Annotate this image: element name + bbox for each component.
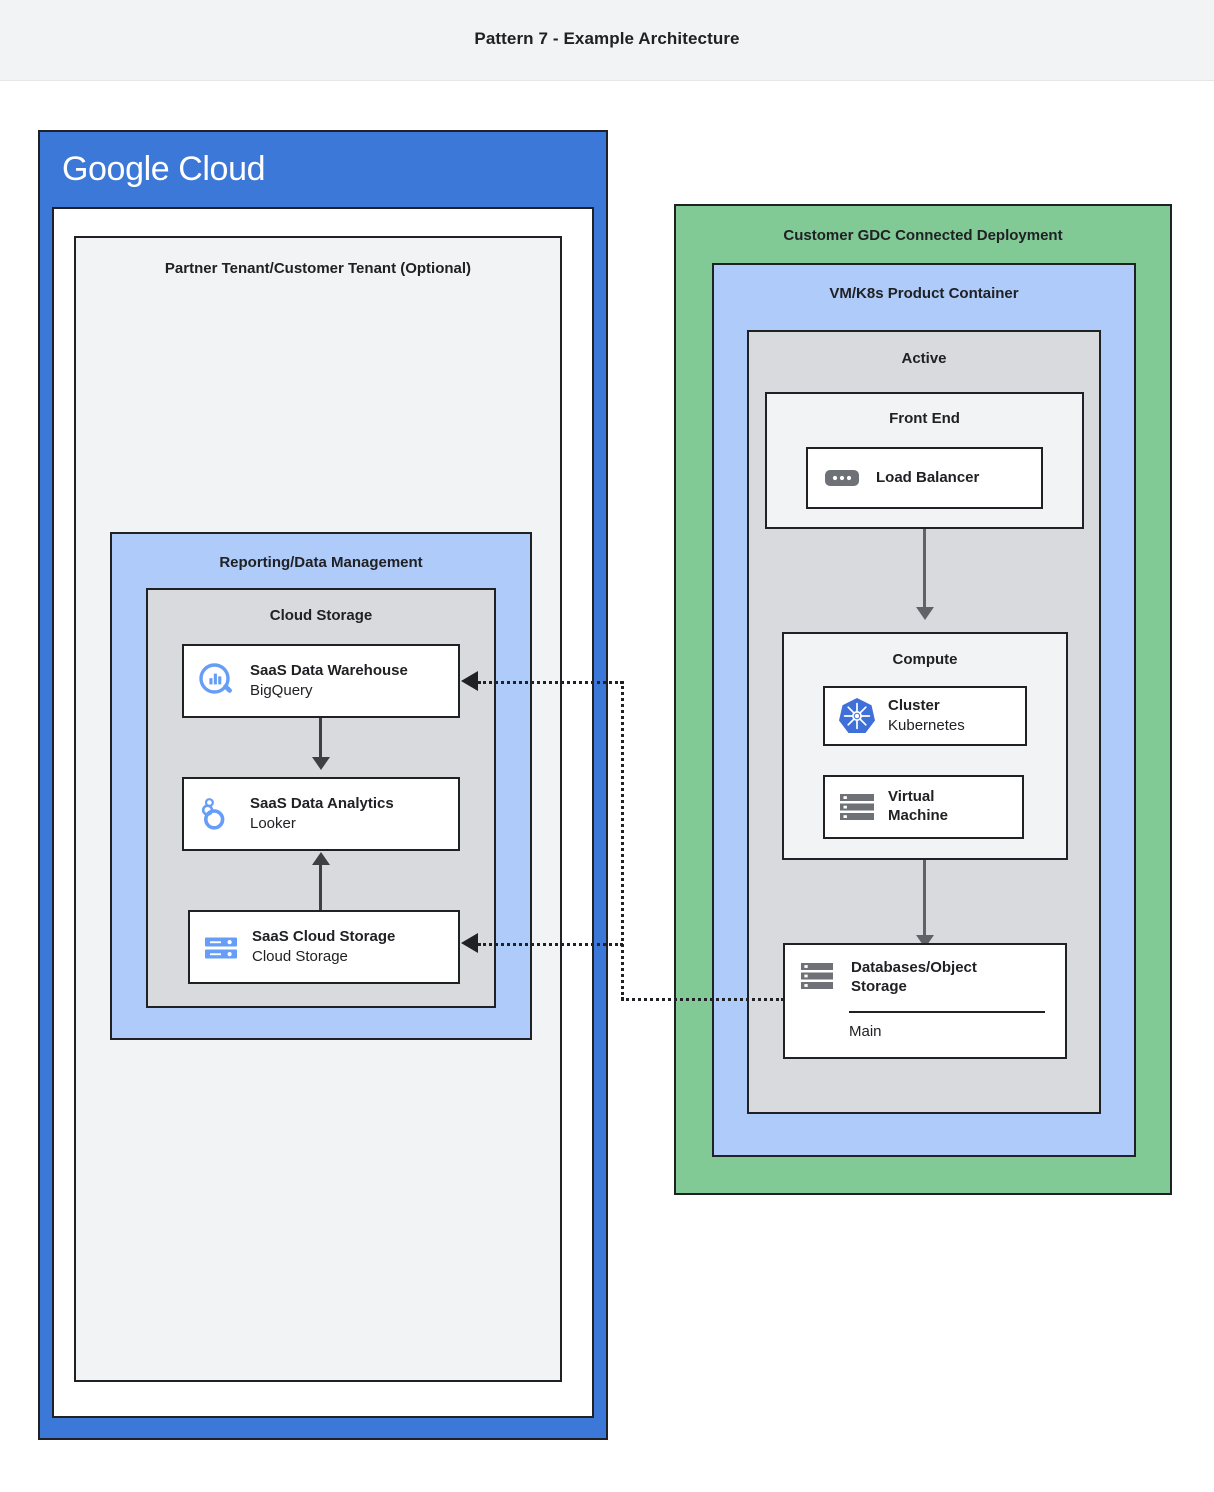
card-saas-data-warehouse[interactable]: SaaS Data Warehouse BigQuery [182, 644, 460, 718]
google-cloud-logo-google: Google [62, 150, 170, 188]
page-title: Pattern 7 - Example Architecture [474, 29, 740, 48]
card-databases-object-storage[interactable]: Databases/Object Storage Main [783, 943, 1067, 1059]
google-cloud-logo-cloud: Cloud [178, 150, 266, 188]
dotted-connector-to-cloud-storage [478, 943, 623, 946]
kubernetes-icon [825, 695, 888, 737]
compute-title: Compute [892, 651, 958, 668]
connector-storage-to-analytics [319, 864, 322, 911]
title-bar: Pattern 7 - Example Architecture [0, 0, 1214, 81]
cloud-storage-icon [190, 927, 252, 967]
arrowhead-down [312, 757, 330, 770]
cloud-storage-group-title: Cloud Storage [269, 607, 373, 624]
card-title-line2: Machine [888, 807, 949, 824]
connector-frontend-to-compute [923, 529, 926, 612]
load-balancer-icon [808, 467, 876, 489]
database-icon [785, 959, 851, 993]
card-saas-data-analytics[interactable]: SaaS Data Analytics Looker [182, 777, 460, 851]
database-card-divider [849, 1011, 1045, 1013]
partner-tenant-title: Partner Tenant/Customer Tenant (Optional… [164, 260, 472, 277]
card-saas-cloud-storage[interactable]: SaaS Cloud Storage Cloud Storage [188, 910, 460, 984]
card-title: SaaS Data Warehouse [250, 661, 408, 679]
card-subtitle: Cloud Storage [252, 947, 348, 965]
dotted-connector-trunk [621, 681, 624, 1000]
card-load-balancer[interactable]: Load Balancer [806, 447, 1043, 509]
card-title: Databases/Object [851, 959, 977, 976]
vm-k8s-product-container-title: VM/K8s Product Container [829, 285, 1019, 302]
active-title: Active [901, 350, 947, 367]
card-title: SaaS Data Analytics [250, 794, 394, 812]
card-subtitle: Kubernetes [888, 716, 965, 734]
card-virtual-machine[interactable]: Virtual Machine [823, 775, 1024, 839]
database-detail-main: Main [849, 1023, 882, 1040]
arrowhead-up [312, 852, 330, 865]
card-title: Load Balancer [876, 468, 980, 486]
looker-icon [184, 794, 250, 834]
card-title-line2: Storage [851, 977, 907, 995]
connector-compute-to-database [923, 860, 926, 940]
arrowhead-down [916, 607, 934, 620]
card-title: Cluster [888, 696, 940, 714]
connector-warehouse-to-analytics [319, 718, 322, 763]
card-subtitle: BigQuery [250, 681, 313, 699]
virtual-machine-icon [825, 791, 888, 823]
card-cluster-kubernetes[interactable]: Cluster Kubernetes [823, 686, 1027, 746]
dotted-connector-from-database [621, 998, 784, 1001]
front-end-title: Front End [889, 410, 960, 427]
card-subtitle: Looker [250, 814, 296, 832]
arrowhead-left-warehouse [461, 671, 478, 691]
card-title: SaaS Cloud Storage [252, 927, 396, 945]
reporting-data-management-title: Reporting/Data Management [219, 554, 423, 571]
bigquery-icon [184, 661, 250, 701]
customer-gdc-title: Customer GDC Connected Deployment [783, 227, 1063, 244]
card-title: Virtual [888, 788, 935, 806]
dotted-connector-to-warehouse [478, 681, 623, 684]
arrowhead-left-cloud-storage [461, 933, 478, 953]
